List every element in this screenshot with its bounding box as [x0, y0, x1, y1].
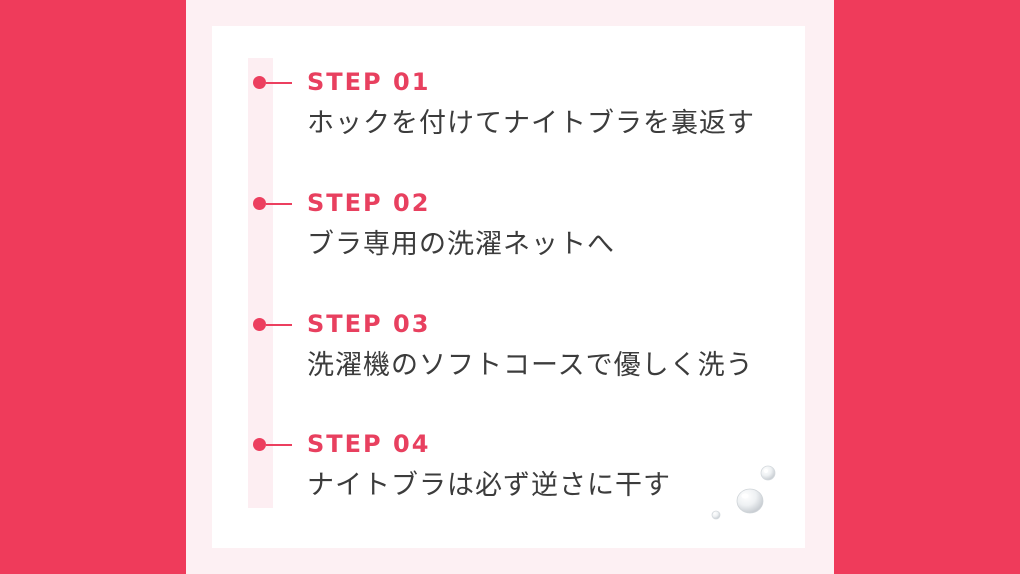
step-text: ブラ専用の洗濯ネットへ: [307, 229, 615, 260]
step-01: STEP 01 ホックを付けてナイトブラを裏返す: [250, 62, 790, 152]
timeline-connector: [266, 444, 292, 446]
steps-card: [212, 26, 805, 548]
step-text: ナイトブラは必ず逆さに干す: [307, 470, 671, 501]
step-text: ホックを付けてナイトブラを裏返す: [307, 108, 755, 139]
timeline-connector: [266, 82, 292, 84]
step-label: STEP 02: [307, 189, 431, 217]
timeline-dot: [253, 76, 266, 89]
step-label: STEP 04: [307, 430, 431, 458]
timeline-dot: [253, 197, 266, 210]
timeline-connector: [266, 203, 292, 205]
timeline-rail: [248, 58, 273, 508]
step-label: STEP 03: [307, 310, 431, 338]
step-text: 洗濯機のソフトコースで優しく洗う: [307, 350, 754, 381]
timeline-connector: [266, 324, 292, 326]
water-droplets-icon: [711, 465, 776, 520]
step-02: STEP 02 ブラ専用の洗濯ネットへ: [250, 183, 790, 273]
step-03: STEP 03 洗濯機のソフトコースで優しく洗う: [250, 304, 790, 394]
timeline-dot: [253, 318, 266, 331]
step-label: STEP 01: [307, 68, 431, 96]
timeline-dot: [253, 438, 266, 451]
step-04: STEP 04 ナイトブラは必ず逆さに干す: [250, 424, 790, 514]
